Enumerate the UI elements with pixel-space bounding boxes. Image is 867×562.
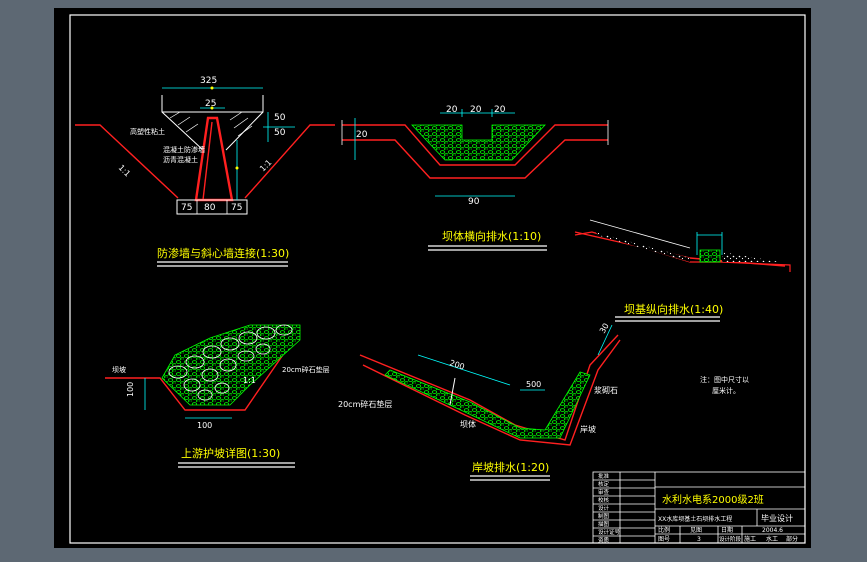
long-drain-gravel [699,249,721,263]
drain-top-profile [342,124,608,166]
note-line-1: 注：图中尺寸以 [700,375,749,384]
drawing-note: 注：图中尺寸以 厘米计。 [700,375,749,395]
title-block-project: 水利水电系2000级2班 [662,493,764,506]
ground-line-left [75,124,179,199]
title-block-row-label: 核定 [598,480,610,488]
dim-angle-label: 30 [598,322,611,335]
title-block [592,471,806,544]
title-block-drawing: XX水库坝基土石坝排水工程 [658,515,732,523]
title-bank-drain: 岸坡排水(1:20) [472,460,549,474]
wall-base [176,199,248,215]
title-block-row-label: 描图 [598,520,610,528]
detail-upstream-slope: 坝坡 20cm碎石垫层 100 100 1:1 上游护坡详图(1:30) [105,324,330,468]
title-transverse-drain: 坝体横向排水(1:10) [442,229,541,243]
dim-top-2-label: 20 [470,105,482,115]
title-block-row-label: 设计证号 [598,528,621,536]
inner-frame [69,14,806,544]
dim-top-label: 325 [200,76,217,86]
title-seepage-wall: 防渗墙与斜心墙连接(1:30) [157,246,289,260]
title-block-row-label: 校核 [598,496,610,504]
detail-longitudinal-drain: 坝基纵向排水(1:40) [574,219,791,322]
label-core: 沥青混凝土 [163,155,198,164]
dim-length-label: 200 [448,358,465,371]
label-water: 坝坡 [112,365,126,374]
drain-gravel [411,124,546,161]
dim-gap-label: 500 [526,380,541,389]
ground-line-right [244,124,335,199]
bank-drain-bottom [362,339,621,446]
part-value: 部分 [786,535,798,543]
riprap-stones [168,324,293,401]
title-longitudinal-drain: 坝基纵向排水(1:40) [624,302,723,316]
drawing-sheet [54,8,811,548]
dim-core-top-label: 25 [205,99,216,109]
scale-label: 比例 [658,526,670,534]
sheet-value: 3 [697,536,701,543]
title-block-row-label: 资质 [598,536,610,544]
date-label: 日期 [721,526,733,534]
label-bank: 岸坡 [580,424,596,434]
stage-value: 施工 [744,535,756,543]
upstream-profile [105,329,301,411]
title-block-row-label: 审查 [598,488,610,496]
label-rock: 浆砌石 [594,385,618,395]
title-upstream-slope: 上游护坡详图(1:30) [181,446,280,460]
title-block-type: 毕业设计 [761,513,793,523]
cap-right [225,95,264,151]
detail-transverse-drain: 20 20 20 20 90 坝体横向排水(1:10) [341,105,609,251]
dim-height-label: 100 [126,382,135,397]
label-wall: 混凝土防渗墙 [163,145,205,154]
clay-hatch [169,111,253,137]
label-gravel-bank: 20cm碎石垫层 [338,399,392,409]
sheet-label: 图号 [658,536,670,543]
part-label: 水工 [766,535,778,543]
label-dam: 坝体 [460,419,476,429]
stage-label: 设计阶段 [719,535,742,543]
title-block-row-label: 制图 [598,512,610,520]
dim-base-left-label: 75 [181,203,192,213]
bank-drain-gravel [384,369,591,439]
core-inner [202,121,213,201]
dim-base-right-label: 75 [231,203,242,213]
dim-depth-label: 20 [356,130,368,140]
dim-side-2-label: 50 [274,128,286,138]
date-value: 2004.6 [762,527,783,534]
dim-top-3-label: 20 [494,105,506,115]
riprap-gravel [161,324,301,406]
scale-value: 见图 [690,527,702,534]
drain-bottom-profile [342,139,608,179]
title-block-row-label: 设计 [598,504,610,512]
cap-left [161,95,204,151]
label-gravel-upstream: 20cm碎石垫层 [282,365,330,374]
dim-top-1-label: 20 [446,105,458,115]
detail-bank-drain: 200 500 30 20cm碎石垫层 浆砌石 坝体 岸坡 岸坡排水(1:20) [338,322,621,481]
dim-base-mid-label: 80 [204,203,216,213]
dim-base-label: 100 [197,421,212,430]
label-clay: 高塑性粘土 [130,127,165,136]
note-line-2: 厘米计。 [712,386,740,395]
title-block-row-label: 批准 [598,472,610,480]
dim-width-label: 90 [468,197,480,207]
upstream-slope-label: 1:1 [243,376,256,385]
dim-side-1-label: 50 [274,113,286,123]
